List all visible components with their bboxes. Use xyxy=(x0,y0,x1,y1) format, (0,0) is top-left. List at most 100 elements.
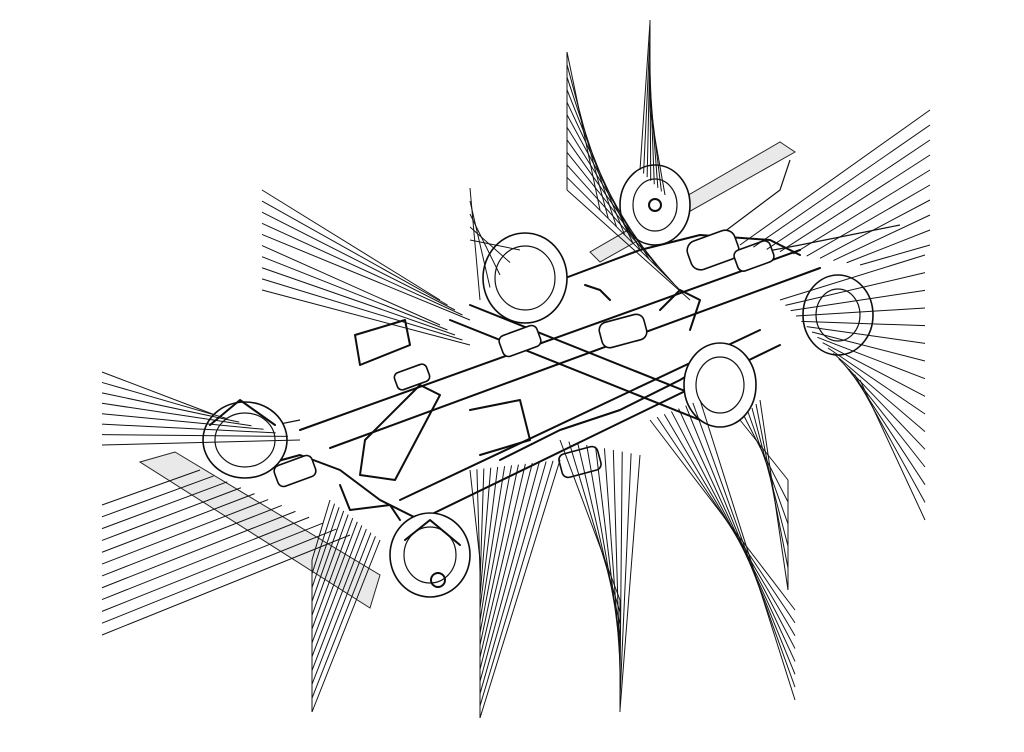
leader-line xyxy=(649,109,666,196)
middle-axle-drum xyxy=(683,342,757,428)
leader-line xyxy=(101,516,310,601)
leader-line xyxy=(692,402,796,688)
leader-line xyxy=(469,213,501,276)
leader-line xyxy=(479,466,499,609)
leader-line xyxy=(469,239,521,251)
leader-line xyxy=(101,371,216,416)
leader-line xyxy=(261,267,456,336)
leader-line xyxy=(833,352,926,433)
front-right-drum xyxy=(389,512,471,598)
leader-line xyxy=(739,419,789,481)
leader-line xyxy=(261,256,448,331)
leader-line xyxy=(663,414,796,636)
leader-line xyxy=(819,199,931,259)
brake-chambers xyxy=(273,229,775,488)
leader-line xyxy=(566,89,626,235)
leader-line xyxy=(846,229,931,264)
leader-line xyxy=(639,21,651,171)
leader-line xyxy=(311,521,358,644)
leader-line xyxy=(678,408,796,662)
leader-line xyxy=(311,532,372,685)
leader-line xyxy=(261,245,441,326)
leader-line xyxy=(311,507,340,588)
leader-line xyxy=(838,358,926,450)
leader-line xyxy=(101,534,351,636)
leader-line xyxy=(479,466,506,621)
leader-line xyxy=(479,463,526,658)
leader-line xyxy=(795,307,926,317)
leader-line xyxy=(559,439,621,601)
leader-line xyxy=(753,124,931,248)
leader-line xyxy=(469,200,491,288)
leader-line xyxy=(619,454,641,711)
leader-line xyxy=(801,320,926,327)
leader-line xyxy=(311,510,345,602)
leader-line xyxy=(685,405,796,675)
leader-line xyxy=(101,481,228,530)
leader-line xyxy=(261,200,448,306)
leader-line xyxy=(101,392,240,423)
leader-line xyxy=(566,177,683,293)
leader-line xyxy=(101,504,283,577)
leader-line xyxy=(101,381,228,420)
leader-line xyxy=(311,525,363,657)
leader-line xyxy=(311,528,367,671)
leader-line xyxy=(311,536,376,699)
leader-line xyxy=(670,411,796,649)
leader-line xyxy=(755,403,789,569)
leader-line xyxy=(566,152,666,276)
rear-left-drum xyxy=(482,232,568,324)
leader-line xyxy=(827,347,926,415)
leader-line xyxy=(101,434,288,437)
leader-line xyxy=(261,222,463,316)
leader-line xyxy=(479,467,492,597)
leader-line xyxy=(101,475,214,518)
leader-line xyxy=(649,84,659,188)
leader-line xyxy=(603,448,621,662)
leader-line xyxy=(101,402,252,427)
leader-line xyxy=(101,469,201,506)
leader-line xyxy=(311,514,349,616)
leader-line xyxy=(311,539,381,713)
leader-line xyxy=(566,114,642,252)
leader-line xyxy=(859,379,926,521)
leader-line xyxy=(612,449,621,674)
leader-line xyxy=(859,244,931,266)
leader-line xyxy=(469,469,481,561)
leader-line xyxy=(469,187,481,301)
leader-line xyxy=(806,184,931,257)
leader-line xyxy=(101,487,242,541)
leader-line xyxy=(595,446,621,649)
leader-line xyxy=(811,331,926,362)
leader-line xyxy=(311,499,331,561)
leader-line xyxy=(817,336,926,380)
leader-line xyxy=(656,416,796,624)
leader-line xyxy=(479,468,485,585)
front-left-drum xyxy=(202,399,288,479)
leader-line xyxy=(479,459,561,719)
rear-right-drum xyxy=(619,164,691,246)
leader-line xyxy=(619,453,632,698)
leader-line xyxy=(833,214,931,262)
leader-line xyxy=(311,503,336,574)
leader-line xyxy=(479,462,533,670)
leader-line xyxy=(759,399,789,591)
leader-line xyxy=(793,169,931,255)
leader-line xyxy=(779,154,931,253)
leader-line xyxy=(261,189,441,301)
leader-line xyxy=(568,441,621,613)
leader-line xyxy=(643,34,651,174)
leader-line xyxy=(101,510,296,589)
leader-line xyxy=(261,211,456,311)
leader-line xyxy=(779,254,926,301)
leader-line xyxy=(476,469,481,573)
leader-line xyxy=(469,226,511,263)
leader-line xyxy=(101,413,264,430)
leader-lines xyxy=(101,20,931,719)
leader-line xyxy=(101,439,301,446)
leader-line xyxy=(479,462,540,682)
leader-line xyxy=(739,109,931,246)
leader-line xyxy=(101,528,337,624)
